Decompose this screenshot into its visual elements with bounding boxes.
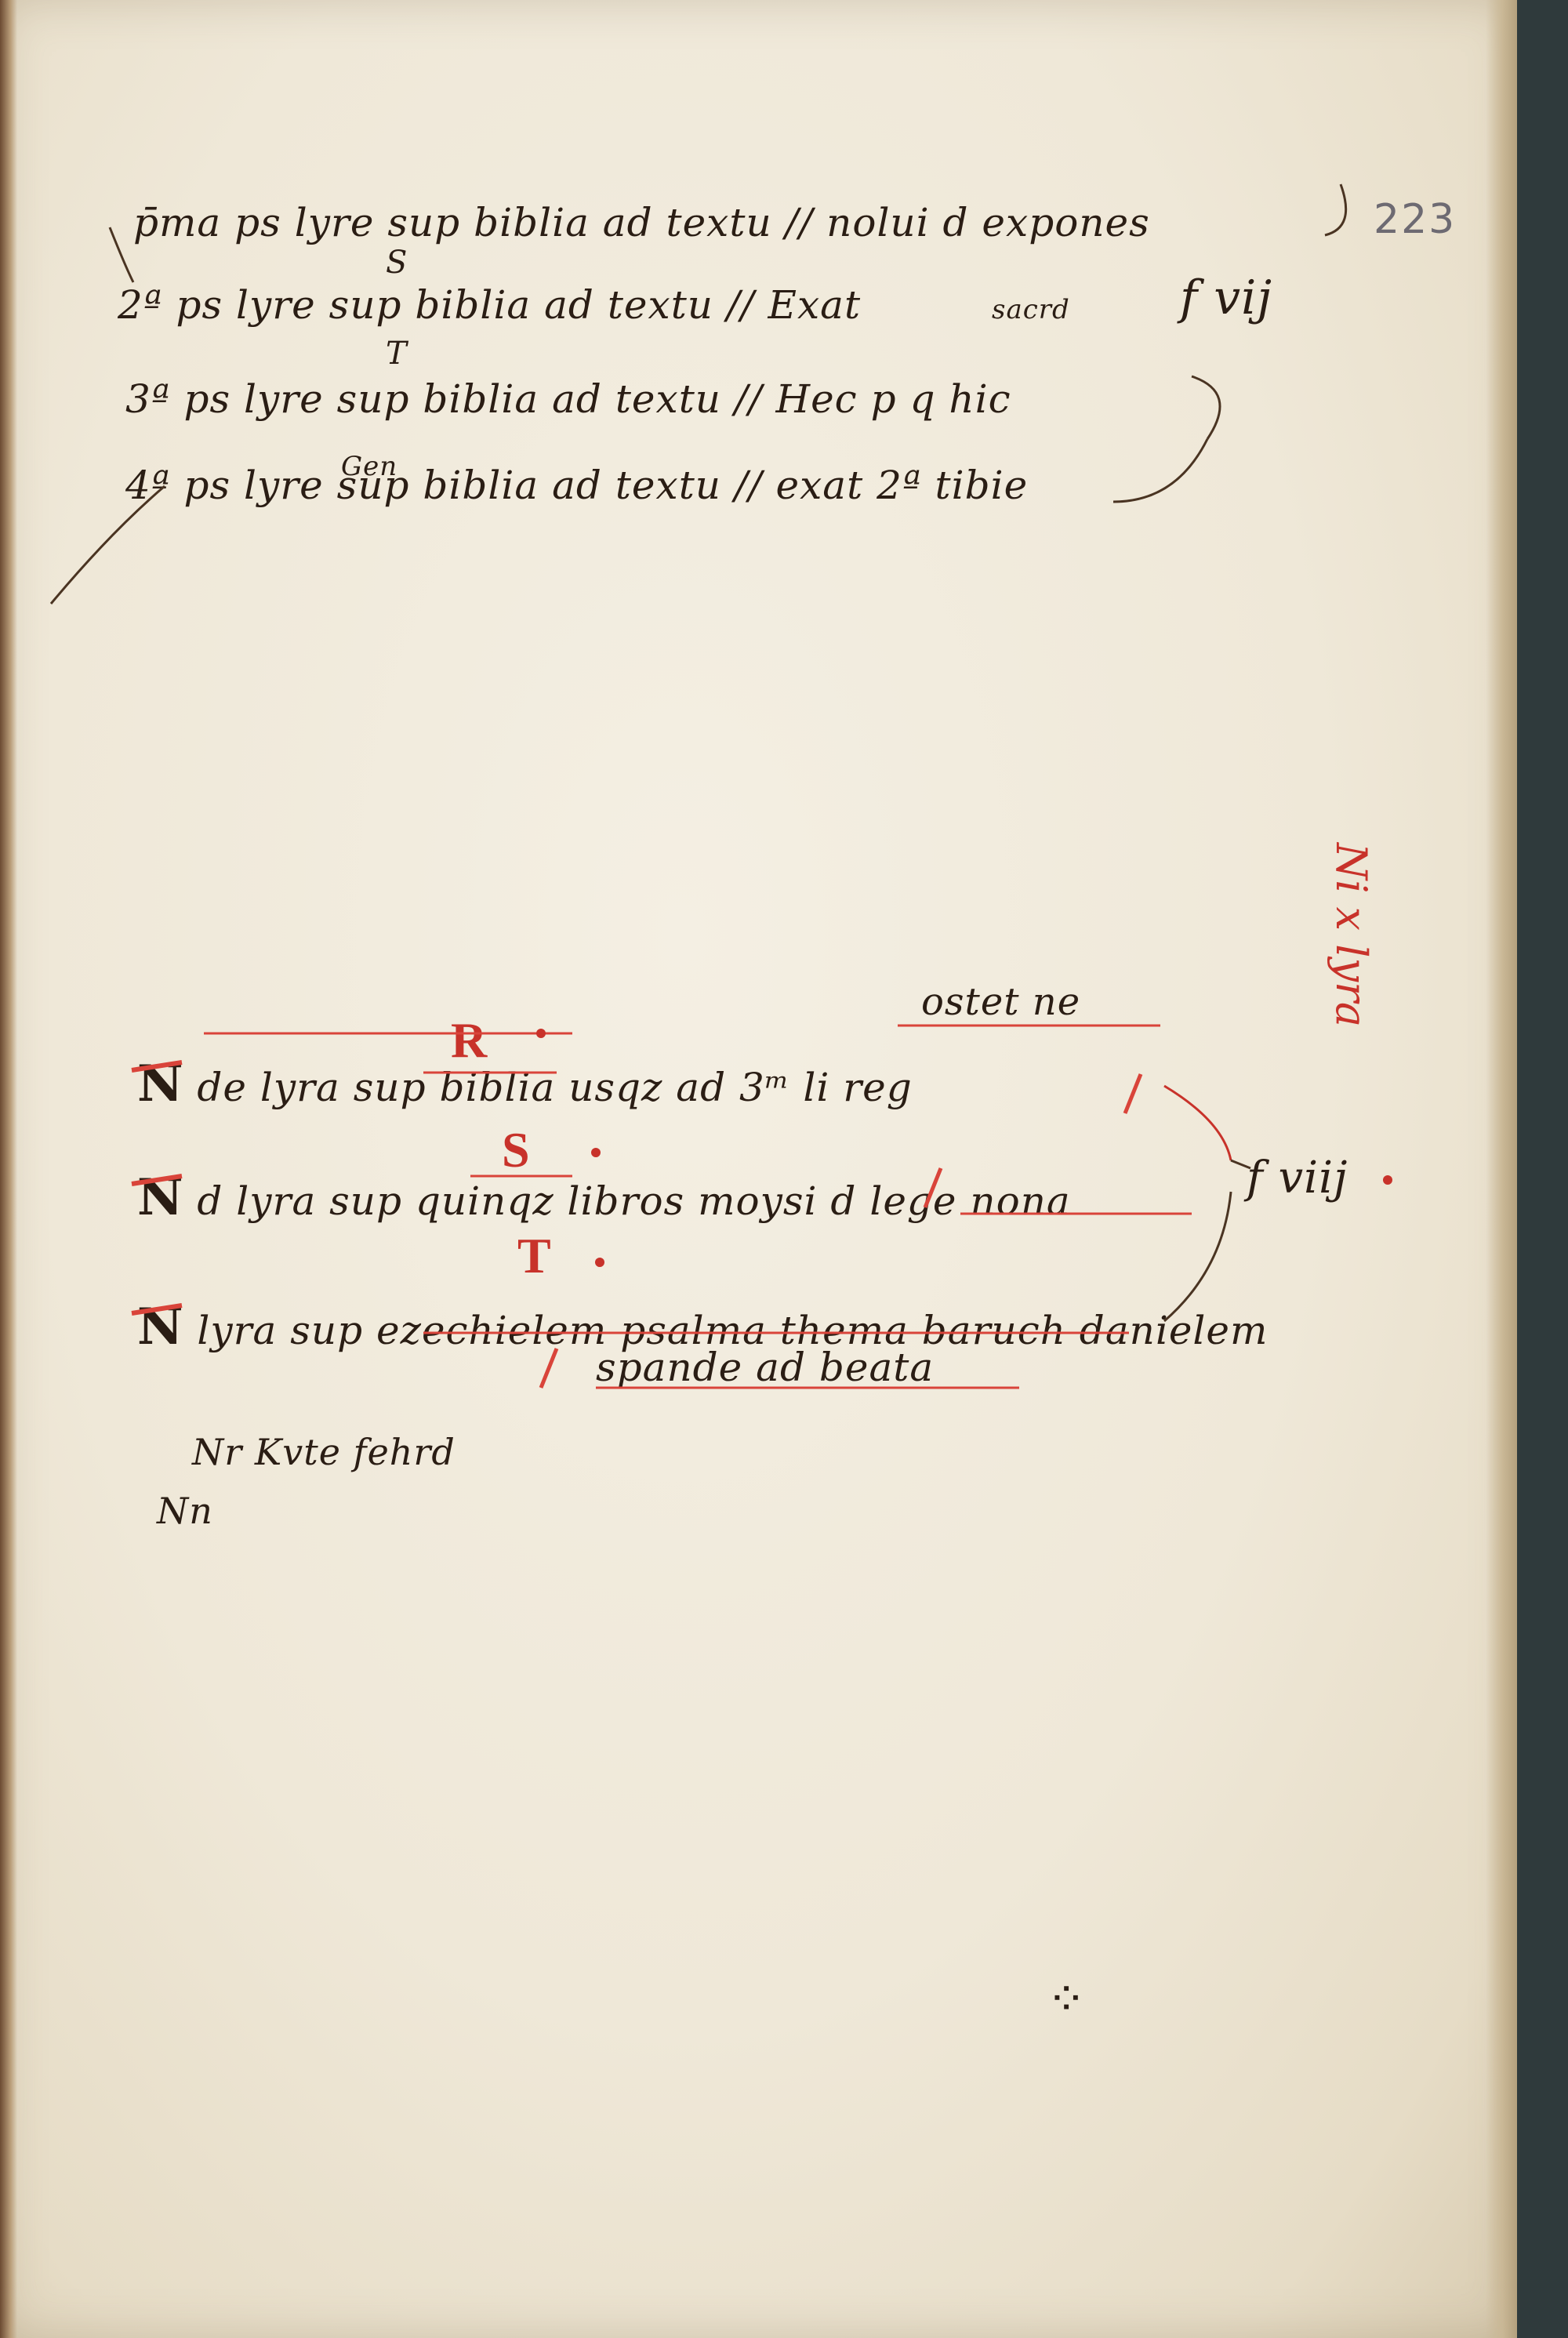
upper-line-1-num: p̄ma	[133, 200, 222, 245]
red-dot-3	[595, 1258, 604, 1267]
red-dot-2	[591, 1148, 601, 1157]
note-line-2: Nn	[157, 1490, 213, 1532]
lower-line-2-tail: d lege nona	[830, 1178, 1071, 1224]
upper-bracket-stroke-1	[1324, 183, 1348, 237]
upper-line-2-num: 2ª	[118, 282, 163, 328]
folio-number: 223	[1374, 196, 1457, 243]
upper-line-4-text: ps lyre sup biblia ad textu // exat 2ª t…	[183, 463, 1029, 508]
interlinear-gen: Gen	[341, 451, 398, 482]
upper-line-3: 3ª ps lyre sup biblia ad textu // Hec p …	[125, 376, 1011, 422]
upper-line-2: 2ª ps lyre sup biblia ad textu // Exat	[118, 282, 861, 328]
manuscript-page: 223 p̄ma ps lyre sup biblia ad textu // …	[0, 0, 1517, 2338]
red-slash-2	[923, 1167, 943, 1208]
lower-line-3-tail: spande ad beata	[596, 1345, 935, 1390]
lower-bracket-stroke-1	[1163, 1084, 1232, 1161]
red-slash-1	[1123, 1073, 1143, 1114]
lower-line-2-text: d lyra sup quinqz libros moysi	[197, 1178, 818, 1224]
lower-shelf-mark: f viij	[1247, 1153, 1348, 1203]
red-slash-3	[539, 1348, 559, 1389]
upper-line-1: p̄ma ps lyre sup biblia ad textu // nolu…	[133, 200, 1150, 245]
lower-bracket-stroke-2	[1163, 1191, 1232, 1323]
upper-line-4: 4ª ps lyre sup biblia ad textu // exat 2…	[125, 463, 1028, 508]
interlinear-t: T	[386, 336, 408, 372]
lower-line-2-letter: S	[502, 1122, 530, 1178]
lower-line-3-letter: T	[517, 1228, 551, 1283]
binding-edge	[0, 0, 17, 2338]
page-right-edge	[1486, 0, 1517, 2338]
upper-bracket-stroke-3	[1112, 438, 1209, 503]
lower-above-first: ostet ne	[921, 980, 1081, 1024]
note-line-1: Nr Kvte fehrd	[192, 1431, 456, 1473]
lower-line-3: N lyra sup ezechielem psalma thema baruc…	[137, 1298, 1268, 1356]
red-initial-stroke-2	[131, 1174, 183, 1186]
footer-marks: ⁘	[1047, 1972, 1087, 2027]
red-dot-4	[1383, 1175, 1392, 1185]
lower-line-3-text: lyra sup ezechielem psalma thema baruch …	[197, 1308, 1269, 1353]
upper-line-2-text: ps lyre sup biblia ad textu // Exat	[176, 282, 862, 328]
lower-line-1-letter: R	[451, 1012, 488, 1068]
red-initial-stroke-3	[131, 1303, 183, 1316]
red-dot-1	[536, 1029, 546, 1038]
upper-bracket-stroke-2	[1191, 375, 1221, 440]
upper-left-flourish	[49, 485, 165, 604]
interlinear-s: S	[386, 245, 408, 281]
upper-line-1-text: ps lyre sup biblia ad textu // nolui d e…	[234, 200, 1150, 245]
interlinear-sacrd: sacrd	[992, 294, 1070, 325]
upper-left-flourish-2	[108, 227, 135, 283]
upper-line-3-text: ps lyre sup biblia ad textu // Hec p q h…	[183, 376, 1011, 422]
ink-strokes	[49, 183, 1392, 1389]
lower-line-2: N d lyra sup quinqz libros moysi d lege …	[137, 1168, 1071, 1227]
upper-line-3-num: 3ª	[125, 376, 171, 422]
red-initial-stroke-1	[131, 1060, 183, 1073]
lower-bracket-stroke-3	[1230, 1159, 1251, 1170]
upper-shelf-mark: f vij	[1180, 270, 1272, 325]
